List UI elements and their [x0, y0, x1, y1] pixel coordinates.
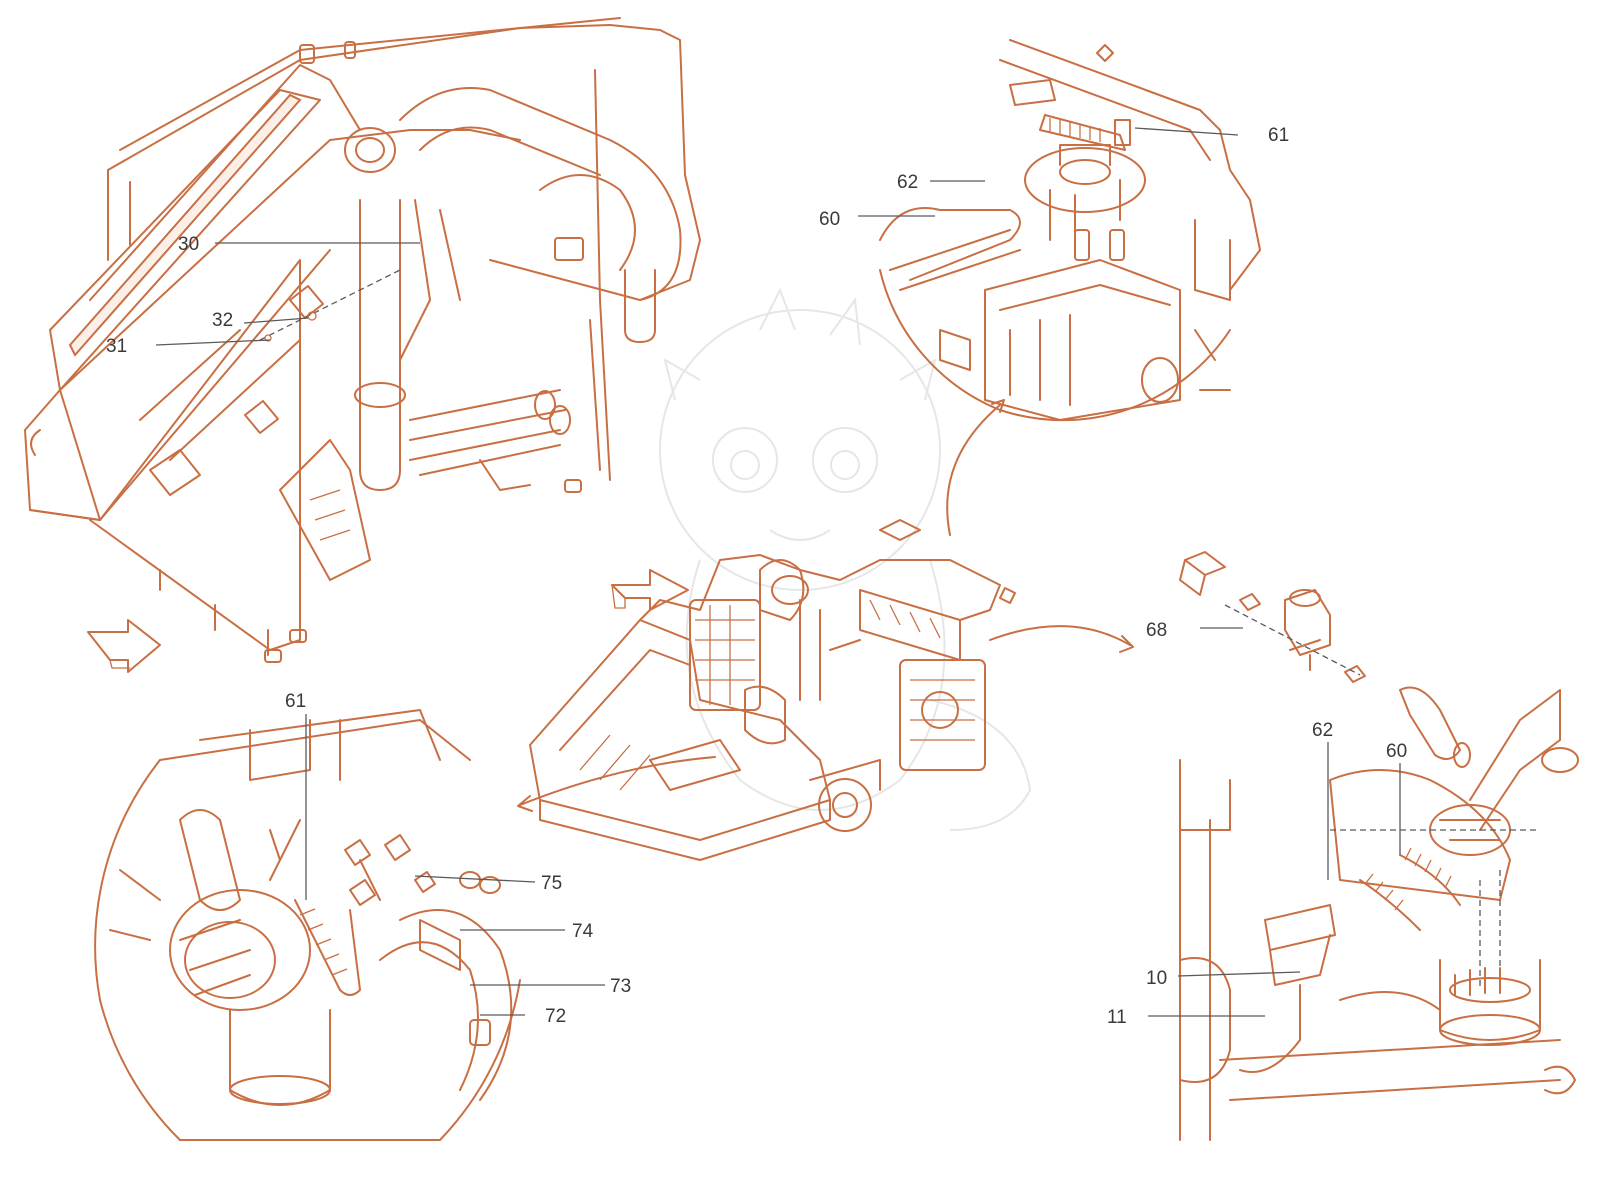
view-link-arrows: [517, 399, 1134, 812]
callout-11: 11: [1107, 1007, 1127, 1028]
callout-75: 75: [541, 873, 562, 894]
callout-32: 32: [212, 310, 233, 331]
direction-arrow-icon: [87, 619, 161, 673]
callout-60-top: 60: [819, 209, 840, 230]
callout-60-bottom: 60: [1386, 741, 1407, 762]
callout-62-bottom: 62: [1312, 720, 1333, 741]
callout-labels: 30 32 31 61 62 60 68 62 60 10 11 61 75 7…: [106, 125, 1407, 1028]
callout-61-bottom: 61: [285, 691, 306, 712]
callout-74: 74: [572, 921, 594, 942]
leader-lines: [155, 127, 1401, 1017]
callout-61-top: 61: [1268, 125, 1289, 146]
callout-62-top: 62: [897, 172, 918, 193]
view-top-left-frame: [24, 17, 701, 663]
view-center-machine: [529, 519, 1016, 861]
callout-31: 31: [106, 336, 127, 357]
callout-10: 10: [1146, 968, 1167, 989]
view-bottom-left-detail: [94, 709, 521, 1141]
callout-30: 30: [178, 234, 199, 255]
callout-72: 72: [545, 1006, 566, 1027]
callout-73: 73: [610, 976, 631, 997]
view-top-right-detail: [879, 39, 1261, 422]
watermark-dragon-icon: [659, 287, 1032, 831]
callout-68: 68: [1146, 620, 1167, 641]
direction-arrow-icon: [611, 569, 689, 611]
view-bottom-right-detail: [1179, 551, 1579, 1141]
